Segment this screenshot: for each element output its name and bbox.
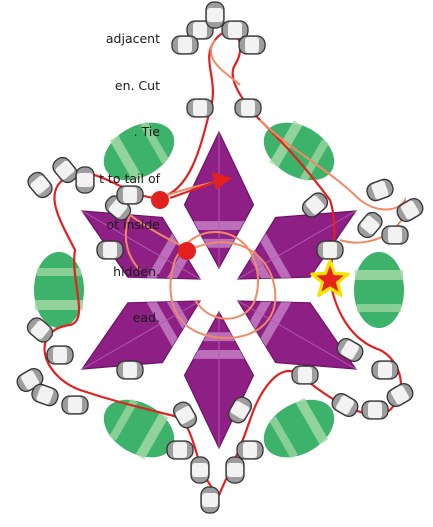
green-bead-body	[254, 388, 345, 469]
seed-bead-shine	[227, 463, 243, 477]
instructions-line: en. Cut	[0, 78, 160, 94]
seed-bead	[329, 391, 361, 420]
seed-bead-shine	[243, 442, 257, 458]
seed-bead-shine	[323, 242, 337, 258]
inner-dot	[178, 242, 196, 260]
seed-bead-shine	[378, 362, 392, 378]
instructions-line: adjacent	[0, 31, 160, 47]
seed-bead	[167, 441, 193, 459]
seed-bead-shine	[241, 100, 255, 116]
purple-bicone	[185, 312, 254, 448]
seed-bead-shine	[173, 442, 187, 458]
green-bead	[354, 252, 404, 328]
seed-bead	[172, 36, 198, 54]
green-bead	[254, 388, 345, 469]
instructions-line: . Tie	[0, 124, 160, 140]
seed-bead	[292, 366, 318, 384]
seed-bead	[117, 361, 143, 379]
seed-bead-shine	[193, 100, 207, 116]
seed-bead-shine	[368, 402, 382, 418]
seed-bead-shine	[202, 493, 218, 507]
seed-bead	[226, 457, 244, 483]
seed-bead	[62, 396, 88, 414]
seed-bead	[384, 381, 416, 410]
seed-bead	[239, 36, 265, 54]
seed-bead-shine	[298, 367, 312, 383]
instructions-text: adjacent en. Cut . Tie t to tail of ot i…	[0, 0, 160, 357]
seed-bead	[394, 196, 426, 225]
seed-bead-shine	[207, 8, 223, 22]
instructions-line: hidden.	[0, 264, 160, 280]
green-bead-highlight	[357, 304, 401, 312]
seed-bead-shine	[192, 463, 208, 477]
seed-bead-shine	[123, 362, 137, 378]
seed-bead	[235, 99, 261, 117]
instructions-line: t to tail of	[0, 171, 160, 187]
seed-bead	[355, 209, 386, 240]
green-bead-body	[354, 252, 404, 328]
seed-bead-shine	[193, 22, 207, 38]
seed-bead	[237, 441, 263, 459]
seed-bead-shine	[388, 227, 402, 243]
instructions-line: ead.	[0, 310, 160, 326]
seed-bead	[382, 226, 408, 244]
seed-bead	[191, 457, 209, 483]
seed-bead	[317, 241, 343, 259]
seed-bead	[372, 361, 398, 379]
seed-bead-shine	[68, 397, 82, 413]
seed-bead	[201, 487, 219, 513]
seed-bead	[187, 99, 213, 117]
seed-bead-shine	[228, 22, 242, 38]
instructions-line: ot inside	[0, 217, 160, 233]
seed-bead	[171, 399, 200, 431]
seed-bead	[362, 401, 388, 419]
seed-bead	[206, 2, 224, 28]
seed-bead	[365, 177, 396, 203]
green-bead-highlight	[355, 270, 403, 280]
seed-bead-shine	[245, 37, 259, 53]
seed-bead-shine	[178, 37, 192, 53]
